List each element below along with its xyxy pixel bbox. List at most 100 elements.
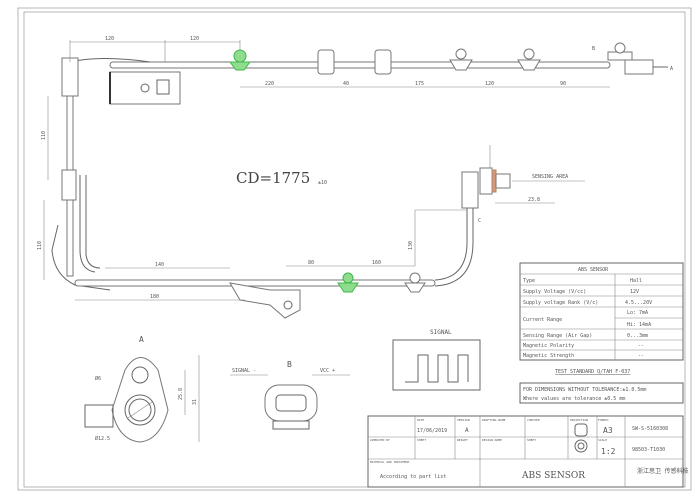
- drawing-line: [337, 282, 359, 293]
- drawing-line: [479, 167, 493, 195]
- signal-diagram: SIGNAL: [392, 329, 481, 391]
- drawing-top-dims-2: 220: [265, 81, 274, 87]
- drawing-labels-b: B: [592, 46, 595, 52]
- title-block-drafted-label: DRAFTING NAME: [482, 418, 506, 422]
- bracket-top: [109, 71, 181, 105]
- drawing-labels-a: A: [670, 66, 673, 72]
- drawing-line: [455, 48, 467, 60]
- detail-a-dims-2: 25.8: [178, 388, 184, 400]
- drawing-line: [434, 208, 468, 281]
- drawing-top-dims-5: 120: [485, 81, 494, 87]
- drawing-top-dims-1: 120: [190, 36, 199, 42]
- title-block-sheet-label: SHEET: [527, 438, 536, 442]
- drawing-border: [17, 7, 692, 491]
- drawing-line: [342, 272, 354, 284]
- drawing-line: [523, 48, 535, 60]
- detail-a: A Ø6 Ø12.5 25.8 31: [84, 335, 200, 443]
- drawing-top-dims-4: 175: [415, 81, 424, 87]
- spec-row: Current Range Lo: 7mA Hi: 14mA: [520, 310, 683, 330]
- test-standard: TEST STANDARD Q/TAH F-037: [555, 369, 630, 375]
- drawing-line: [574, 423, 588, 437]
- drawing-line: [69, 58, 151, 63]
- drawing-line: [577, 442, 585, 450]
- title-block-version-label: VERSION: [457, 418, 470, 422]
- drawing-top-dims-3: 40: [343, 81, 349, 87]
- spec-table-rows-3-value2: Hi: 14mA: [627, 322, 651, 328]
- drawing-line: [131, 366, 149, 384]
- clip-bottom: [404, 272, 426, 293]
- spec-table-rows-2-label: Supply voltage Rank (V/c): [523, 300, 598, 306]
- drawing-line: [434, 208, 474, 287]
- spec-table-note-1: FOR DIMENSIONS WITHOUT TOLERANCE:±1.0.5m…: [523, 387, 646, 393]
- drawing-line: [84, 404, 114, 428]
- drawing-bottom-dims-2: 80: [308, 260, 314, 266]
- drawing-line: [517, 59, 541, 71]
- drawing-line: [283, 300, 293, 310]
- cable-clips-top: [317, 42, 668, 75]
- spec-table-rows-1-value: 12V: [630, 289, 639, 295]
- drawing-line: [233, 49, 247, 63]
- cable-length-tolerance: ±10: [318, 180, 327, 186]
- spec-row: Supply Voltage (V/cc)12V: [520, 289, 683, 297]
- drawing-line: [317, 49, 335, 75]
- spec-table-rows-6-label: Magnetic Strength: [523, 353, 574, 359]
- title-block-scale: 1:2: [601, 447, 616, 456]
- cable-length-label: CD=1775: [236, 169, 310, 187]
- drawing-line: [461, 171, 479, 209]
- title-block-sheet-label: SHEET: [417, 438, 426, 442]
- title-block-version: A: [465, 427, 469, 434]
- tolerance-note: [519, 382, 684, 404]
- drawing-sensor-sensing-area: SENSING AREA: [532, 174, 568, 180]
- drawing-left-dims-0: 110: [41, 131, 47, 140]
- drawing-line: [111, 357, 169, 443]
- detail-b: B SIGNAL - VCC +: [230, 360, 350, 430]
- title-block-approved-label: APPROVED BY: [370, 438, 390, 442]
- drawing-line: [85, 175, 101, 269]
- cable-left: 110 110: [37, 95, 111, 291]
- title-block-date-label: DATE: [417, 418, 424, 422]
- drawing-line: [491, 169, 497, 193]
- drawing-line: [127, 401, 153, 419]
- drawing-line: [519, 262, 684, 361]
- drawing-line: [404, 282, 426, 293]
- drawing-line: [392, 339, 481, 391]
- title-block-projection-label: PROJECTION: [570, 418, 588, 422]
- grommet-top-left: [61, 57, 79, 97]
- title-block-title: ABS SENSOR: [521, 471, 585, 481]
- drawing-line: [156, 79, 170, 95]
- drawing-bottom-dims-1: 180: [150, 294, 159, 300]
- spec-table-rows-5-value: --: [638, 343, 644, 349]
- spec-table-rows-2-value: 4.5...20V: [625, 300, 652, 306]
- drawing-line: [275, 394, 307, 412]
- spec-table-rows-4-value: 0...3mm: [627, 333, 648, 339]
- drawing-line: [124, 394, 156, 426]
- drawing-top-dims-6: 90: [560, 81, 566, 87]
- title-block-scale-label: SCALE: [598, 438, 607, 442]
- drawing-line: [449, 59, 473, 71]
- detail-a-title: A: [139, 335, 144, 344]
- spec-table-note-2: Where values are tolerance ±0.5 mm: [523, 396, 625, 402]
- drawing-line: [61, 169, 77, 201]
- drawing-line: [495, 173, 511, 189]
- title-block-part-no: SW-S-5160308: [632, 426, 668, 432]
- top-dimensions: 120 120 220 40 175 120 90 B A: [69, 36, 673, 88]
- clip-green-bottom: [337, 272, 359, 293]
- drawing-frame: [23, 11, 686, 488]
- spec-table-title: ABS SENSOR: [578, 267, 609, 273]
- signal-title: SIGNAL: [430, 329, 452, 336]
- title-block-date: 17/06/2019: [417, 428, 447, 434]
- spec-table-rows-4-label: Sensing Range (Air Gap): [523, 333, 592, 339]
- sensor-head: SENSING AREA 23.8 C: [461, 145, 585, 224]
- drawing-line: [272, 420, 310, 430]
- drawing-left-dims-1: 110: [37, 241, 43, 250]
- projection-symbol-icon: [574, 423, 588, 453]
- spec-row: Magnetic Strength--: [523, 353, 644, 359]
- spec-table-rows-3-value: Lo: 7mA: [627, 310, 648, 316]
- drawing-line: [574, 439, 588, 453]
- title-block-checked-label: CHECKED: [527, 418, 540, 422]
- drawing-line: [405, 354, 469, 383]
- drawing-top-dims-0: 120: [105, 36, 114, 42]
- drawing-line: [374, 49, 392, 75]
